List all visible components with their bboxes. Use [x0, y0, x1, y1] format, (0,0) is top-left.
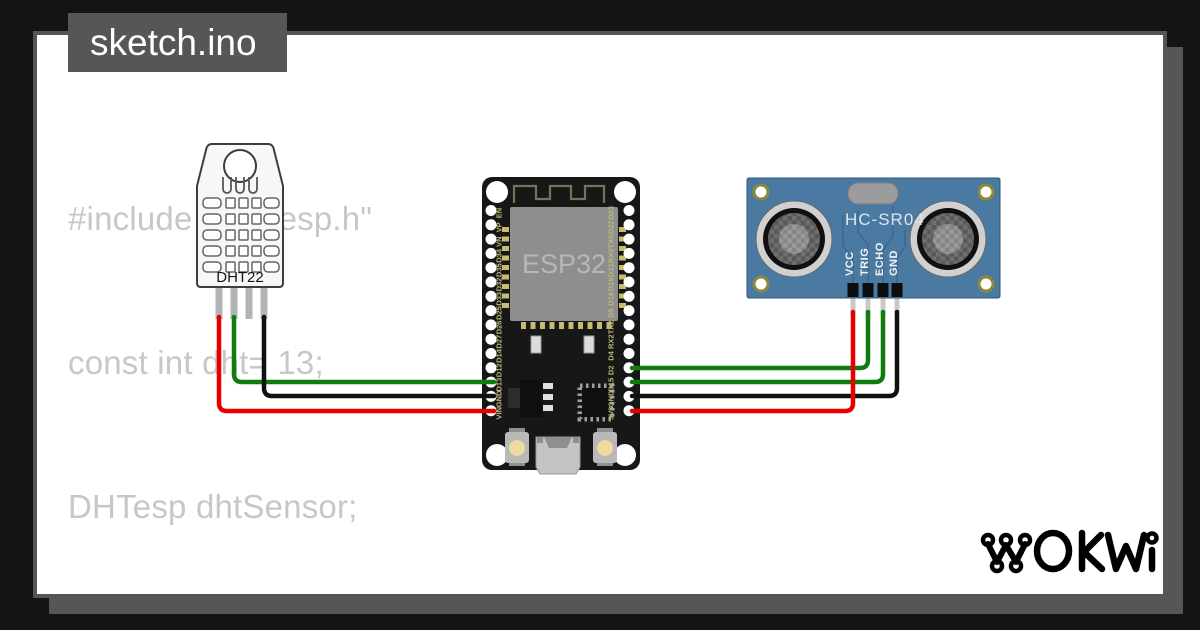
svg-text:GND: GND [888, 250, 900, 276]
esp32-left-pins[interactable] [485, 205, 497, 417]
svg-text:TX2: TX2 [607, 321, 616, 335]
esp32-button-right[interactable] [593, 428, 617, 466]
dht22-sensor[interactable]: DHT22 [196, 143, 284, 319]
svg-text:RX2: RX2 [607, 334, 616, 349]
hcsr04-traces [842, 206, 906, 283]
esp32-chip-label: ESP32 [522, 249, 606, 279]
svg-text:D25: D25 [495, 306, 504, 320]
wire-dht-data-to-d13[interactable] [231, 314, 497, 385]
hcsr04-pin-leg[interactable] [894, 295, 900, 315]
svg-text:D5: D5 [607, 308, 616, 318]
svg-text:D19: D19 [607, 278, 616, 292]
svg-text:D34: D34 [495, 248, 504, 263]
code-line: #include "DHTesp.h" [68, 200, 373, 237]
esp32-right-pin-labels: D23 D22 TX0 RX0 D21 D19 D18 D5 TX2 RX2 D… [607, 206, 616, 420]
svg-text:D32: D32 [495, 278, 504, 292]
svg-text:D12: D12 [495, 363, 504, 377]
esp32-button-left[interactable] [505, 428, 529, 466]
svg-text:D27: D27 [495, 335, 504, 349]
wire-d15-to-echo[interactable] [629, 309, 886, 385]
esp32-capacitor [583, 335, 595, 354]
svg-text:VIN: VIN [495, 407, 504, 420]
wire-dht-gnd-to-gnd[interactable] [261, 314, 497, 399]
svg-text:GND: GND [607, 390, 616, 407]
svg-text:TRIG: TRIG [859, 248, 871, 276]
svg-text:D21: D21 [607, 263, 616, 277]
svg-text:3V3: 3V3 [607, 407, 616, 420]
svg-text:D33: D33 [495, 292, 504, 306]
esp32-capacitor [530, 335, 542, 354]
esp32-corner-hole [614, 181, 636, 203]
dht22-mounting-hole [223, 149, 257, 183]
hcsr04-transducer-left [755, 200, 833, 278]
esp32-left-pin-labels: EN VP VN D34 D35 D32 D33 D25 D26 D27 D14… [495, 208, 504, 420]
sketch-filename-tab: sketch.ino [68, 13, 287, 72]
svg-text:TX0: TX0 [607, 235, 616, 249]
dht22-pin-3[interactable] [245, 286, 253, 319]
svg-text:D2: D2 [607, 366, 616, 376]
dht22-vent [248, 177, 258, 194]
wire-gnd-to-gnd[interactable] [629, 309, 900, 399]
dht22-grille [202, 197, 280, 273]
svg-text:GND: GND [495, 390, 504, 407]
esp32-board[interactable]: ESP32 [482, 177, 640, 475]
wire-d2-to-trig[interactable] [629, 309, 871, 371]
hcsr04-corner-holes [752, 183, 995, 293]
sketch-filename: sketch.ino [90, 21, 257, 63]
svg-text:D26: D26 [495, 321, 504, 335]
esp32-usb-uart-chip [577, 383, 615, 422]
wire-dht-vcc-to-vin[interactable] [216, 314, 497, 414]
svg-text:EN: EN [495, 208, 504, 218]
svg-text:D14: D14 [495, 348, 504, 363]
svg-text:RX0: RX0 [607, 249, 616, 264]
svg-text:ECHO: ECHO [874, 242, 886, 276]
dht22-pin-1[interactable] [215, 286, 223, 319]
hcsr04-transducer-right [909, 200, 987, 278]
wires [216, 309, 900, 414]
svg-text:VP: VP [495, 222, 504, 232]
dht22-pin-2[interactable] [230, 286, 238, 319]
esp32-right-pins[interactable] [623, 205, 635, 417]
hcsr04-crystal [847, 182, 899, 205]
svg-text:D18: D18 [607, 292, 616, 306]
hcsr04-pin-headers[interactable] [847, 283, 903, 297]
esp32-antenna-trace [512, 184, 606, 203]
esp32-corner-hole [486, 181, 508, 203]
esp32-corner-hole [614, 444, 636, 466]
svg-text:D35: D35 [495, 263, 504, 277]
hcsr04-label: HC-SR04 [845, 210, 925, 229]
svg-text:VCC: VCC [844, 251, 856, 276]
code-line: DHTesp dhtSensor; [68, 488, 358, 525]
hcsr04-sensor[interactable]: HC-SR04 VCC TRIG ECHO GND [746, 177, 1001, 315]
svg-text:D13: D13 [495, 378, 504, 392]
hcsr04-pin-labels: VCC TRIG ECHO GND [844, 242, 900, 276]
hcsr04-pin-leg[interactable] [850, 295, 856, 315]
dht22-vent [222, 177, 232, 194]
svg-text:D23: D23 [607, 206, 616, 220]
esp32-module-shield [510, 207, 618, 321]
esp32-voltage-regulator [508, 380, 553, 417]
esp32-corner-hole [486, 444, 508, 466]
svg-text:VN: VN [495, 236, 504, 246]
dht22-vent [235, 177, 245, 194]
hcsr04-pin-leg[interactable] [865, 295, 871, 315]
svg-text:D22: D22 [607, 220, 616, 234]
svg-text:D15: D15 [607, 378, 616, 392]
esp32-shield-pads [502, 227, 626, 329]
dht22-label: DHT22 [216, 269, 264, 286]
wire-3v3-to-vcc[interactable] [629, 309, 856, 414]
esp32-usb-connector [535, 436, 581, 475]
hcsr04-pin-leg[interactable] [880, 295, 886, 315]
svg-text:D4: D4 [607, 350, 616, 360]
dht22-pin-4[interactable] [260, 286, 268, 319]
